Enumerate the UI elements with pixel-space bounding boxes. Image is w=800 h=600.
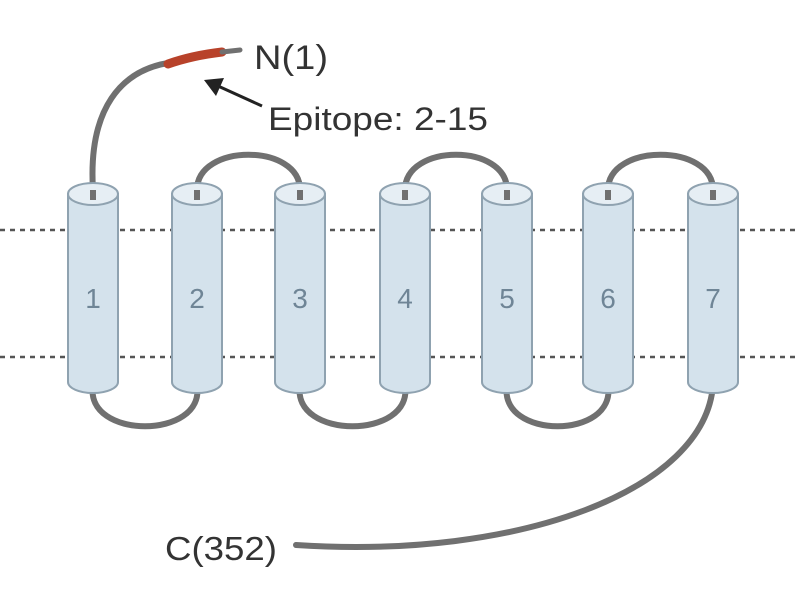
- intracellular-loop-3-4: [296, 384, 409, 430]
- helix-body: [379, 193, 431, 394]
- helix-7: 7: [687, 182, 739, 394]
- extracellular-loop-2-3: [194, 151, 303, 191]
- c-terminal-tail: [293, 382, 716, 551]
- epitope-segment: [163, 47, 227, 69]
- helix-body: [687, 193, 739, 394]
- helix-number-label: 3: [292, 283, 308, 314]
- helix-4: 4: [379, 182, 431, 394]
- epitope-arrowhead: [204, 78, 224, 96]
- helix-number-label: 5: [499, 283, 515, 314]
- intracellular-loop-1-2: [89, 384, 201, 430]
- helix-number-label: 4: [397, 283, 413, 314]
- helix-6: 6: [582, 182, 634, 394]
- n-terminus-label: N(1): [254, 39, 328, 77]
- helix-body: [274, 193, 326, 394]
- helix-5: 5: [481, 182, 533, 394]
- helix-body: [171, 193, 223, 394]
- n-terminal-tail: [89, 59, 178, 193]
- epitope-label: Epitope: 2-15: [268, 101, 488, 137]
- helix-3: 3: [274, 182, 326, 394]
- helix-body: [582, 193, 634, 394]
- helix-number-label: 1: [85, 283, 101, 314]
- extracellular-loop-4-5: [402, 151, 510, 191]
- helix-2: 2: [171, 182, 223, 394]
- transmembrane-helices: 1 2 3 4 5 6 7: [67, 182, 739, 394]
- helix-1: 1: [67, 182, 119, 394]
- extracellular-loop-6-7: [605, 151, 716, 191]
- helix-body: [67, 193, 119, 394]
- c-terminus-label: C(352): [165, 530, 277, 567]
- helix-number-label: 6: [600, 283, 616, 314]
- n-terminal-end: [219, 47, 243, 55]
- helix-body: [481, 193, 533, 394]
- helix-number-label: 2: [189, 283, 205, 314]
- helix-number-label: 7: [705, 283, 721, 314]
- intracellular-loop-5-6: [503, 384, 612, 430]
- epitope-arrow: [217, 84, 263, 108]
